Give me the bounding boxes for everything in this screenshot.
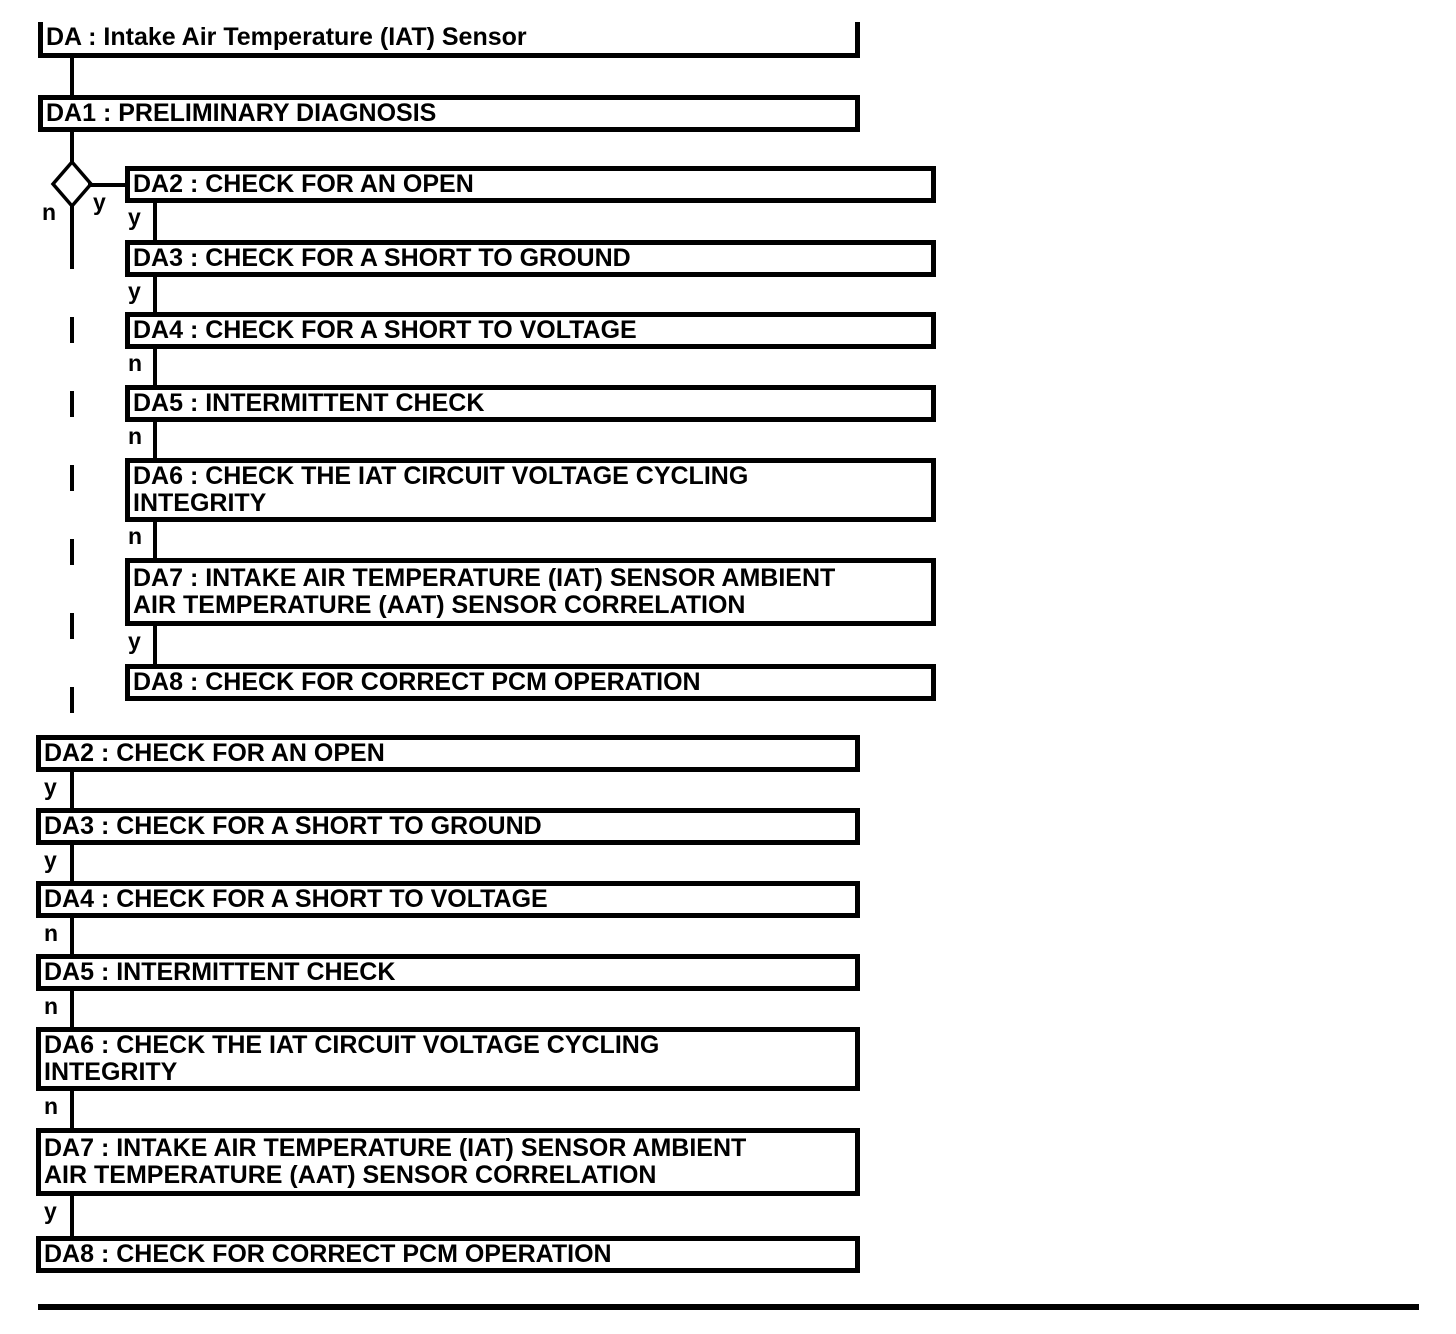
step-box-da4-overview[interactable]: DA4 : CHECK FOR A SHORT TO VOLTAGE bbox=[125, 312, 936, 349]
connector-line bbox=[70, 916, 74, 956]
connector-line bbox=[153, 347, 157, 387]
step-box-da6-overview[interactable]: DA6 : CHECK THE IAT CIRCUIT VOLTAGE CYCL… bbox=[125, 458, 936, 522]
branch-label: n bbox=[44, 993, 59, 1019]
branch-label: y bbox=[128, 204, 141, 230]
bottom-divider bbox=[38, 1304, 1419, 1310]
decision-yes-label: y bbox=[93, 189, 106, 215]
step-box-da3-overview[interactable]: DA3 : CHECK FOR A SHORT TO GROUND bbox=[125, 240, 936, 277]
connector-line bbox=[153, 201, 157, 242]
connector-line bbox=[70, 1089, 74, 1130]
branch-label: y bbox=[44, 1198, 57, 1224]
step-box-da7-overview[interactable]: DA7 : INTAKE AIR TEMPERATURE (IAT) SENSO… bbox=[125, 558, 936, 626]
branch-label: n bbox=[44, 920, 59, 946]
branch-label: y bbox=[128, 628, 141, 654]
connector-line bbox=[153, 624, 157, 668]
step-box-da5-main[interactable]: DA5 : INTERMITTENT CHECK bbox=[36, 954, 860, 991]
step-box-da5-overview[interactable]: DA5 : INTERMITTENT CHECK bbox=[125, 385, 936, 422]
connector-line bbox=[70, 130, 74, 162]
step-box-da1[interactable]: DA1 : PRELIMINARY DIAGNOSIS bbox=[38, 95, 860, 132]
branch-label: n bbox=[128, 523, 143, 549]
branch-label: y bbox=[44, 847, 57, 873]
step-box-da7-main[interactable]: DA7 : INTAKE AIR TEMPERATURE (IAT) SENSO… bbox=[36, 1128, 860, 1196]
step-box-da2-overview[interactable]: DA2 : CHECK FOR AN OPEN bbox=[125, 166, 936, 203]
connector-line bbox=[153, 275, 157, 314]
connector-line bbox=[70, 205, 74, 243]
step-box-da6-main[interactable]: DA6 : CHECK THE IAT CIRCUIT VOLTAGE CYCL… bbox=[36, 1027, 860, 1091]
branch-label: n bbox=[128, 350, 143, 376]
connector-line bbox=[70, 770, 74, 810]
branch-label: y bbox=[44, 774, 57, 800]
step-box-da8-main[interactable]: DA8 : CHECK FOR CORRECT PCM OPERATION bbox=[36, 1236, 860, 1273]
connector-line bbox=[70, 843, 74, 883]
step-box-da8-overview[interactable]: DA8 : CHECK FOR CORRECT PCM OPERATION bbox=[125, 664, 936, 701]
connector-line bbox=[153, 520, 157, 560]
decision-no-label: n bbox=[42, 199, 57, 225]
dashed-connector-line bbox=[70, 243, 74, 736]
flowchart-title-box: DA : Intake Air Temperature (IAT) Sensor bbox=[38, 22, 860, 58]
connector-line bbox=[88, 183, 125, 187]
step-box-da4-main[interactable]: DA4 : CHECK FOR A SHORT TO VOLTAGE bbox=[36, 881, 860, 918]
connector-line bbox=[70, 1194, 74, 1238]
connector-line bbox=[70, 989, 74, 1029]
branch-label: y bbox=[128, 278, 141, 304]
step-box-da3-main[interactable]: DA3 : CHECK FOR A SHORT TO GROUND bbox=[36, 808, 860, 845]
branch-label: n bbox=[128, 423, 143, 449]
connector-line bbox=[153, 420, 157, 460]
step-box-da2-main[interactable]: DA2 : CHECK FOR AN OPEN bbox=[36, 735, 860, 772]
branch-label: n bbox=[44, 1093, 59, 1119]
connector-line bbox=[70, 56, 74, 96]
